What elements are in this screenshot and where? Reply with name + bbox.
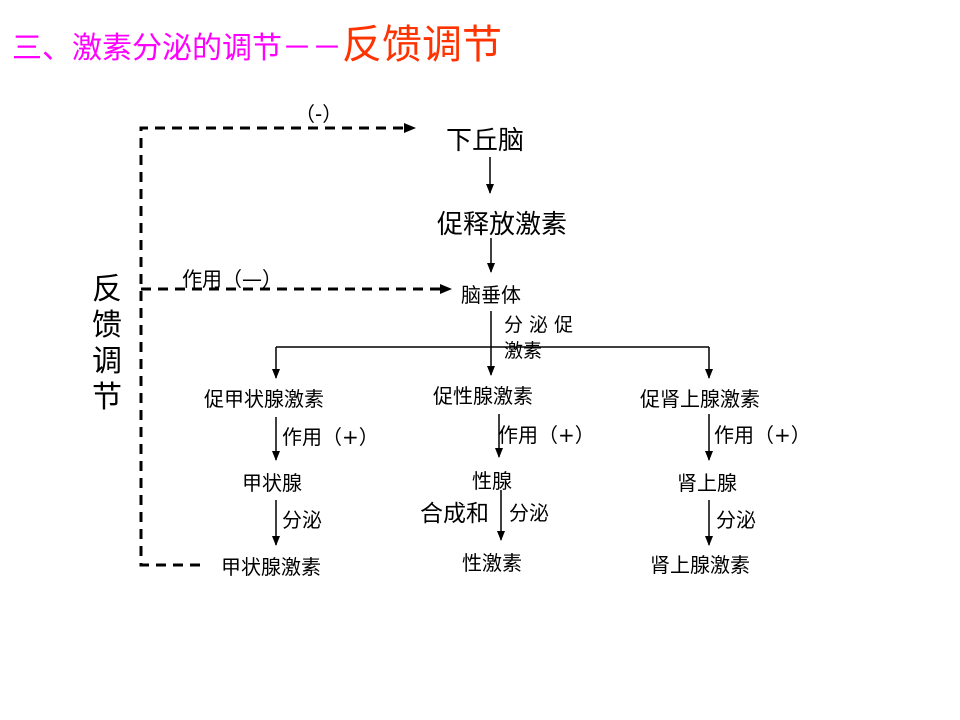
node-sex-hormone: 性激素 — [462, 551, 522, 575]
arrowhead-hypothalamus — [404, 123, 416, 133]
secrete-label-thyroid: 分泌 — [282, 508, 322, 532]
neg-feedback-top-label: （-） — [295, 102, 343, 126]
node-gonadotropin: 促性腺激素 — [433, 384, 533, 408]
synth-label-gonad: 合成和 — [420, 501, 489, 527]
node-hypothalamus: 下丘脑 — [446, 126, 525, 156]
effect-label-gonad: 作用（+） — [498, 423, 595, 447]
node-releasing-hormone: 促释放激素 — [437, 210, 568, 240]
secrete-trophic-label: 分 泌 促 激素 — [504, 314, 574, 362]
feedback-loop-line — [139, 126, 405, 567]
node-adrenal-hormone: 肾上腺激素 — [650, 553, 750, 577]
effect-label-adrenal: 作用（+） — [714, 423, 811, 447]
feedback-label: 反馈调节 — [92, 272, 122, 415]
neg-feedback-mid-label: 作用（—） — [182, 267, 282, 291]
title-prefix: 三、激素分泌的调节－－ — [12, 31, 342, 66]
page-title: 三、激素分泌的调节－－反馈调节 — [12, 12, 502, 68]
feedback-loop — [139, 126, 440, 567]
node-gonad: 性腺 — [472, 469, 512, 493]
effect-label-thyroid: 作用（+） — [282, 425, 379, 449]
node-thyroid-hormone: 甲状腺激素 — [221, 555, 321, 579]
title-main: 反馈调节 — [342, 22, 502, 68]
secrete-label-adrenal: 分泌 — [716, 508, 756, 532]
node-pituitary: 脑垂体 — [461, 283, 521, 307]
node-adrenal: 肾上腺 — [677, 471, 737, 495]
node-acth: 促肾上腺激素 — [640, 387, 760, 411]
node-tsh: 促甲状腺激素 — [204, 387, 324, 411]
node-thyroid: 甲状腺 — [242, 471, 302, 495]
secrete-label-gonad: 分泌 — [509, 501, 549, 525]
arrowhead-pituitary — [440, 284, 452, 294]
